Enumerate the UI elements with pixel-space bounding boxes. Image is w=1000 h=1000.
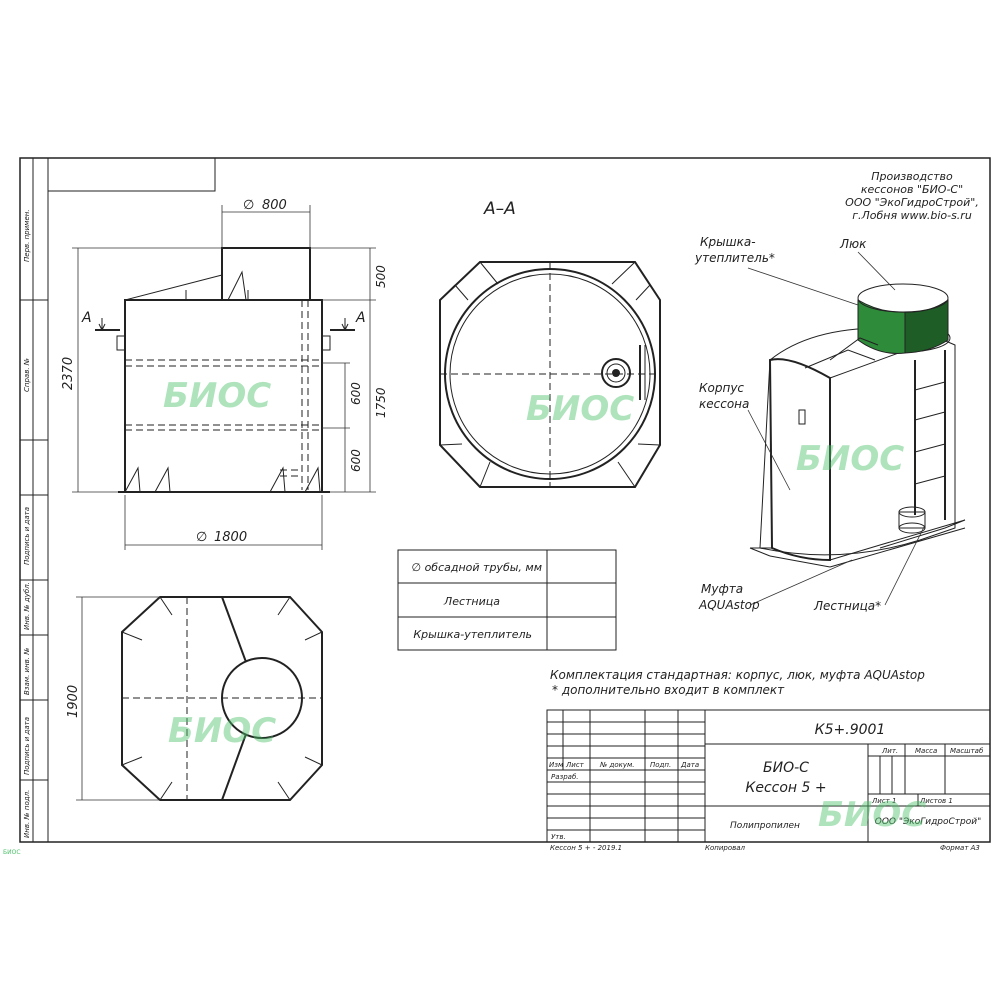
tb-material: Полипропилен xyxy=(730,821,800,831)
label-mufta-line1: Муфта xyxy=(701,582,743,596)
dim-lower-600: 600 xyxy=(349,449,363,472)
plan-view: 1900 xyxy=(66,596,323,801)
product-name-1: БИО-С xyxy=(763,760,809,776)
manufacturer-line-1: Производство xyxy=(871,170,953,183)
stamp-podpis-data-2: Подпись и дата xyxy=(23,717,31,775)
spec-row-2-label: Лестница xyxy=(443,595,500,608)
doc-code: К5+.9001 xyxy=(815,722,886,738)
front-view: A A ∅ 800 2370 500 1750 600 600 xyxy=(61,198,388,550)
corner-mark: БИОС xyxy=(3,849,21,856)
diameter-symbol-bottom: ∅ xyxy=(196,530,207,545)
tb-header-n-dokum: № докум. xyxy=(599,761,635,769)
tb-listov: Листов 1 xyxy=(919,797,953,805)
side-stamp: Перв. примен. Справ. № Подпись и дата Ин… xyxy=(23,209,31,838)
tb-lit: Лит. xyxy=(881,747,898,755)
tb-masshtab: Масштаб xyxy=(950,747,984,755)
dim-neck-height: 500 xyxy=(374,265,388,288)
product-name-2: Кессон 5 + xyxy=(745,780,826,796)
watermark-iso: БИОС xyxy=(796,439,904,479)
hatch-lid-icon xyxy=(857,299,906,354)
dim-total-height: 2370 xyxy=(61,357,76,390)
stamp-perv-primen: Перв. примен. xyxy=(23,209,31,262)
tb-razrab: Разраб. xyxy=(551,773,579,781)
watermark-section: БИОС xyxy=(526,389,634,429)
watermarks: БИОС БИОС БИОС БИОС БИОС xyxy=(163,376,926,835)
stamp-podpis-data-1: Подпись и дата xyxy=(23,507,31,565)
sheet-frame xyxy=(19,157,991,843)
section-title: A–A xyxy=(483,199,516,219)
notes: Комплектация стандартная: корпус, люк, м… xyxy=(550,668,925,697)
section-mark-left: A xyxy=(81,310,92,326)
section-mark-right: A xyxy=(355,310,366,326)
dim-body-height: 1750 xyxy=(374,387,388,418)
dim-plan-width: 1900 xyxy=(66,685,81,718)
label-korpus-line2: кессона xyxy=(699,397,749,411)
stamp-vzam-inv: Взам. инв. № xyxy=(23,647,31,695)
title-block: К5+.9001 Изм Лист № докум. Подп. Дата Ра… xyxy=(546,709,991,852)
label-kryshka-line2: утеплитель* xyxy=(694,251,775,265)
watermark-front: БИОС xyxy=(163,376,271,416)
label-mufta-line2: AQUAstop xyxy=(698,598,760,612)
footer-mid: Копировал xyxy=(705,844,746,852)
manufacturer-line-3: ООО "ЭкоГидроСтрой", xyxy=(845,196,979,209)
dim-bottom-diameter: 1800 xyxy=(214,530,247,545)
note-line-2: * дополнительно входит в комплект xyxy=(552,683,785,697)
section-view: A–A xyxy=(439,199,661,488)
spec-row-1-label: ∅ обсадной трубы, мм xyxy=(411,561,542,574)
label-lestnitsa: Лестница* xyxy=(813,599,881,613)
spec-row-3-label: Крышка-утеплитель xyxy=(413,628,532,641)
stamp-inv-podl: Инв. № подл. xyxy=(23,790,31,838)
tb-list: Лист 1 xyxy=(871,797,896,805)
label-lyuk: Люк xyxy=(839,237,867,251)
tb-massa: Масса xyxy=(915,747,937,755)
watermark-plan: БИОС xyxy=(168,711,276,751)
label-korpus-line1: Корпус xyxy=(699,381,744,395)
watermark-titleblock: БИОС xyxy=(818,795,926,835)
tb-company: ООО "ЭкоГидроСтрой" xyxy=(875,817,982,827)
isometric-view: Крышка- утеплитель* Люк Корпус кессона М… xyxy=(694,235,966,613)
diameter-symbol-top: ∅ xyxy=(243,198,254,213)
tb-header-podp: Подп. xyxy=(650,761,671,769)
tb-header-list: Лист xyxy=(565,761,585,769)
spec-table: ∅ обсадной трубы, мм Лестница Крышка-уте… xyxy=(397,549,617,651)
tb-header-izm: Изм xyxy=(549,761,564,769)
manufacturer-line-2: кессонов "БИО-С" xyxy=(861,183,963,196)
footer-left: Кессон 5 + - 2019.1 xyxy=(550,844,622,852)
stamp-inv-dubl: Инв. № дубл. xyxy=(23,582,31,630)
manufacturer-block: Производство кессонов "БИО-С" ООО "ЭкоГи… xyxy=(845,170,979,222)
stamp-sprav-no: Справ. № xyxy=(23,358,31,392)
dim-upper-600: 600 xyxy=(349,382,363,405)
manufacturer-line-4: г.Лобня www.bio-s.ru xyxy=(852,209,972,222)
note-line-1: Комплектация стандартная: корпус, люк, м… xyxy=(550,668,925,682)
label-kryshka-line1: Крышка- xyxy=(700,235,756,249)
footer-right: Формат А3 xyxy=(940,844,980,852)
tb-header-data: Дата xyxy=(680,761,699,769)
dim-top-diameter: 800 xyxy=(262,198,287,213)
tb-utv: Утв. xyxy=(551,833,566,841)
